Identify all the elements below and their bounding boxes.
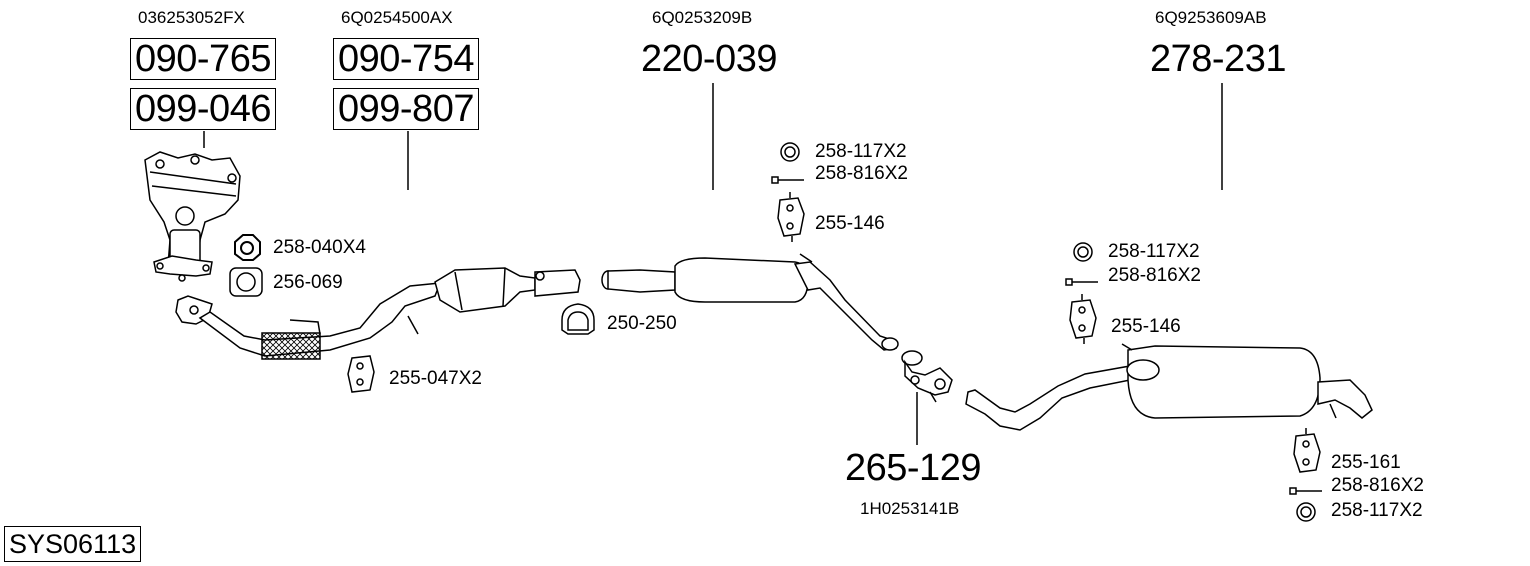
accessory-label[interactable]: 258-040X4 <box>273 237 366 258</box>
part-number[interactable]: 265-129 <box>845 447 981 489</box>
rubber-hanger-icon <box>347 355 375 393</box>
accessory-label[interactable]: 258-117X2 <box>815 141 907 162</box>
rear-silencer <box>965 343 1373 431</box>
front-pipe <box>175 282 442 360</box>
part-number[interactable]: 278-231 <box>1150 38 1286 80</box>
accessory-label[interactable]: 258-117X2 <box>1108 241 1200 262</box>
intermediate-pipe <box>901 350 953 403</box>
gasket-icon <box>229 267 263 297</box>
oem-number: 036253052FX <box>138 8 245 27</box>
bolt-icon <box>1065 278 1098 286</box>
nut-icon <box>234 234 261 261</box>
part-number[interactable]: 220-039 <box>641 38 777 80</box>
accessory-label[interactable]: 258-816X2 <box>1108 265 1201 286</box>
clamp-icon <box>561 303 595 335</box>
oem-number: 1H0253141B <box>860 499 960 518</box>
catalytic-converter <box>434 267 581 313</box>
accessory-label[interactable]: 258-816X2 <box>1331 475 1424 496</box>
part-number-box[interactable]: 090-765 <box>130 38 276 80</box>
ring-icon <box>1073 242 1093 262</box>
accessory-label[interactable]: 255-161 <box>1331 452 1401 473</box>
bolt-icon <box>771 176 804 184</box>
ring-icon <box>780 142 800 162</box>
accessory-label[interactable]: 250-250 <box>607 313 677 334</box>
part-number-box[interactable]: 090-754 <box>333 38 479 80</box>
leader-lines <box>203 83 1223 445</box>
accessory-label[interactable]: 256-069 <box>273 272 343 293</box>
accessory-label[interactable]: 255-146 <box>815 213 885 234</box>
rubber-hanger-icon <box>777 192 805 242</box>
rubber-hanger-icon <box>1293 428 1321 473</box>
ring-icon <box>1296 502 1316 522</box>
oem-number: 6Q0254500AX <box>341 8 453 27</box>
rubber-hanger-icon <box>1069 294 1097 344</box>
accessory-label[interactable]: 255-146 <box>1111 316 1181 337</box>
part-number-box[interactable]: 099-807 <box>333 88 479 130</box>
bolt-icon <box>1289 487 1322 495</box>
middle-silencer <box>601 253 899 351</box>
oem-number: 6Q0253209B <box>652 8 753 27</box>
accessory-label[interactable]: 255-047X2 <box>389 368 482 389</box>
system-code: SYS06113 <box>4 526 142 562</box>
accessory-label[interactable]: 258-816X2 <box>815 163 908 184</box>
oem-number: 6Q9253609AB <box>1155 8 1267 27</box>
accessory-label[interactable]: 258-117X2 <box>1331 500 1423 521</box>
part-number-box[interactable]: 099-046 <box>130 88 276 130</box>
exhaust-manifold-catalyst <box>144 151 241 282</box>
